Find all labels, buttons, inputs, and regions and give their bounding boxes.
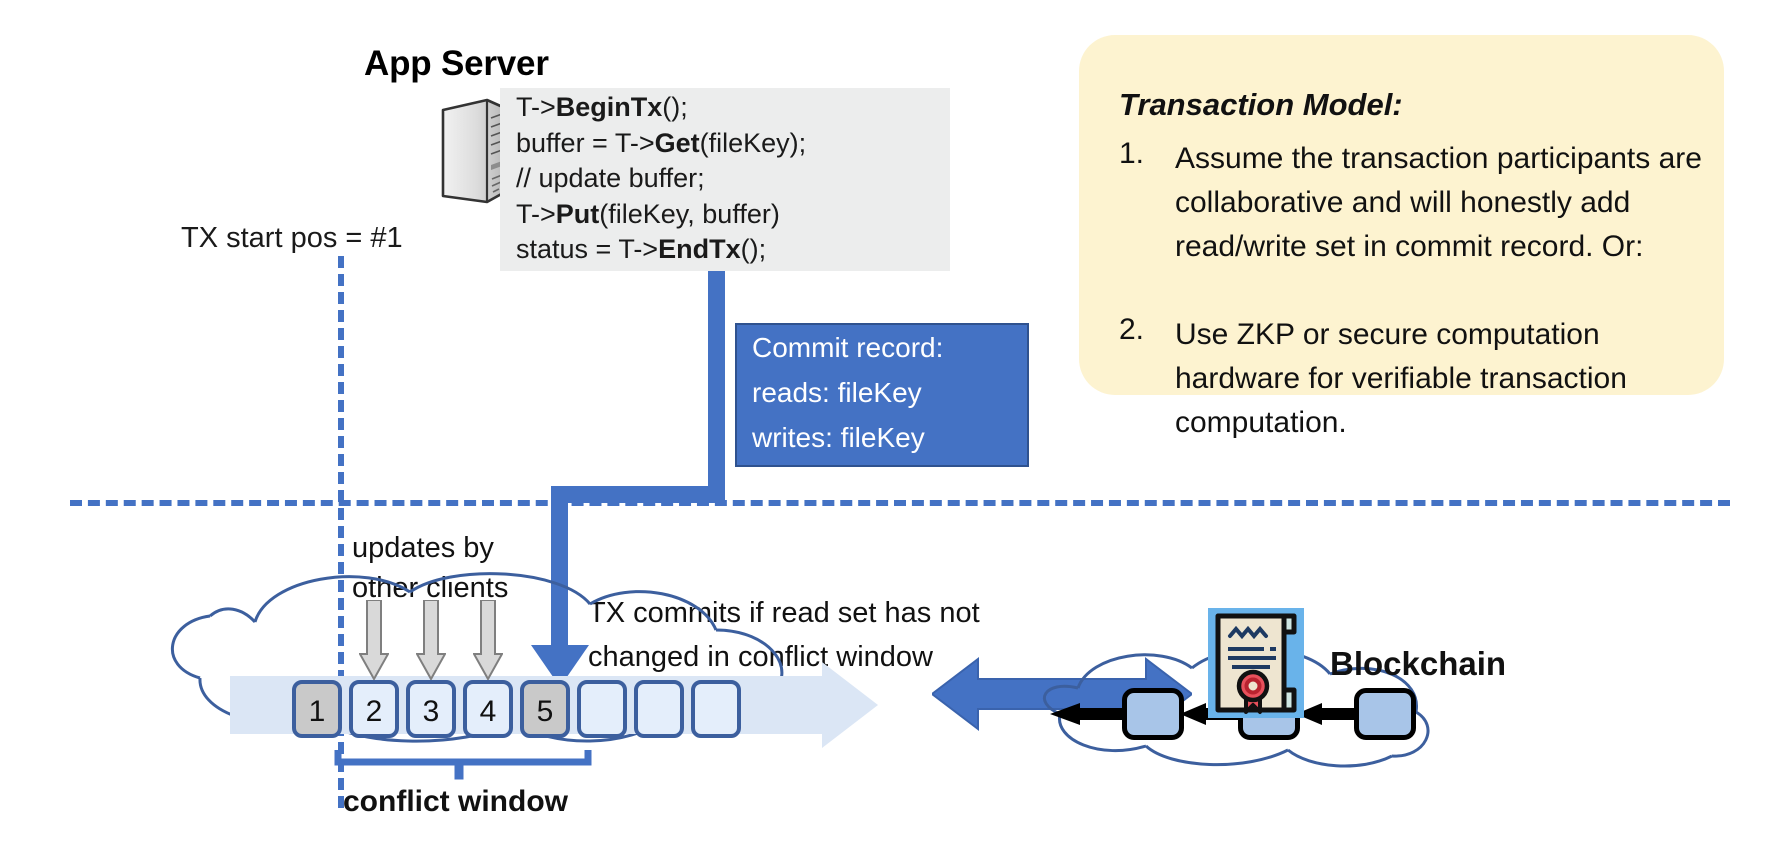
blockchain-label: Blockchain: [1330, 645, 1507, 682]
update-arrow-icon-2: [415, 599, 447, 682]
tx-start-pos-label: TX start pos = #1: [181, 222, 403, 254]
code-line-2: buffer = T->Get(fileKey);: [516, 127, 807, 158]
conflict-window-label: conflict window: [343, 785, 568, 818]
log-block-5[interactable]: 5: [520, 680, 570, 738]
code-line-3: // update buffer;: [516, 163, 705, 193]
code-block-text: T->BeginTx(); buffer = T->Get(fileKey); …: [516, 90, 806, 268]
log-block-1[interactable]: 1: [292, 680, 342, 738]
commit-record-box: [735, 323, 1029, 467]
section-divider-dashed-line: [70, 500, 1730, 506]
transaction-model-item-2-text: Use ZKP or secure computation hardware f…: [1175, 318, 1627, 439]
transaction-model-title: Transaction Model:: [1119, 87, 1403, 122]
blockchain-link-arrow-icon-1: [1050, 703, 1124, 725]
log-block-8[interactable]: [691, 680, 741, 738]
commit-record-reads: reads: fileKey: [752, 377, 922, 408]
blockchain-block-1[interactable]: [1122, 688, 1184, 740]
log-block-3[interactable]: 3: [406, 680, 456, 738]
transaction-model-item-1-number: 1.: [1119, 137, 1145, 170]
commit-arrow-down-segment: [551, 486, 568, 667]
transaction-model-item-1-text: Assume the transaction participants are …: [1175, 142, 1702, 263]
tx-commits-label-line-1: TX commits if read set has not: [588, 597, 980, 629]
commit-record-title: Commit record:: [752, 332, 944, 363]
commit-arrow-vertical-segment: [708, 271, 725, 486]
commit-record-text: Commit record: reads: fileKey writes: fi…: [752, 325, 943, 460]
updates-by-other-clients-label: updates by other clients: [352, 528, 508, 608]
blockchain-block-3[interactable]: [1354, 688, 1416, 740]
log-block-7[interactable]: [634, 680, 684, 738]
conflict-window-brace: [334, 748, 594, 780]
log-continues-arrow-icon: [770, 662, 880, 753]
code-block-background: [500, 88, 950, 271]
transaction-model-item-2-number: 2.: [1119, 313, 1145, 346]
log-block-2[interactable]: 2: [349, 680, 399, 738]
transaction-model-callout: [1079, 35, 1724, 395]
log-block-6[interactable]: [577, 680, 627, 738]
app-server-title: App Server: [364, 44, 549, 83]
updates-label-line-2: other clients: [352, 572, 509, 604]
code-line-4: T->Put(fileKey, buffer): [516, 198, 780, 229]
tx-commits-label-line-2: changed in conflict window: [588, 641, 933, 673]
blockchain-cloud-icon: [1030, 630, 1460, 770]
update-arrow-icon-3: [472, 599, 504, 682]
tx-commits-condition-label: TX commits if read set has not changed i…: [588, 591, 980, 679]
blockchain-link-arrow-icon-3: [1296, 703, 1356, 725]
log-block-4[interactable]: 4: [463, 680, 513, 738]
certificate-contract-icon: [1208, 608, 1304, 718]
updates-label-line-1: updates by: [352, 532, 494, 564]
tx-start-dashed-line: [338, 256, 344, 808]
commit-arrow-horizontal-segment: [551, 486, 725, 503]
update-arrow-icon-1: [358, 599, 390, 682]
code-line-5: status = T->EndTx();: [516, 234, 767, 264]
commit-record-writes: writes: fileKey: [752, 422, 925, 453]
code-line-1: T->BeginTx();: [516, 92, 688, 122]
